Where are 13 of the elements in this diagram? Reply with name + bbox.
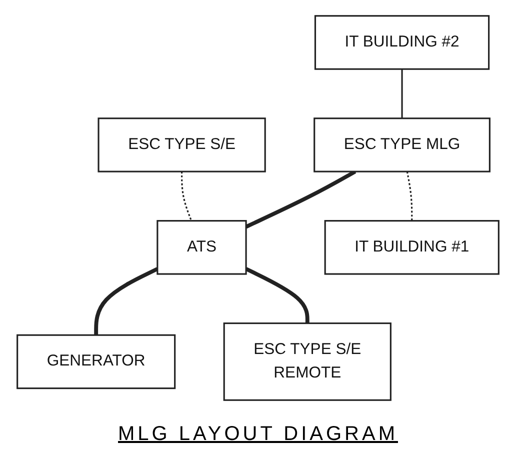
node-box: IT BUILDING #2: [314, 14, 490, 70]
connector: [406, 170, 413, 220]
node-box: IT BUILDING #1: [324, 220, 500, 274]
node-box: GENERATOR: [16, 334, 176, 389]
node-box: ESC TYPE MLG: [314, 117, 490, 172]
connector: [245, 266, 310, 323]
diagram-title: MLG LAYOUT DIAGRAM: [118, 423, 398, 446]
node-box: ESC TYPE S/E: [98, 117, 266, 172]
connector: [401, 68, 403, 118]
connector: [94, 266, 158, 335]
node-box: ESC TYPE S/E REMOTE: [223, 322, 392, 400]
connector: [181, 171, 192, 221]
node-box: ATS: [156, 220, 247, 274]
